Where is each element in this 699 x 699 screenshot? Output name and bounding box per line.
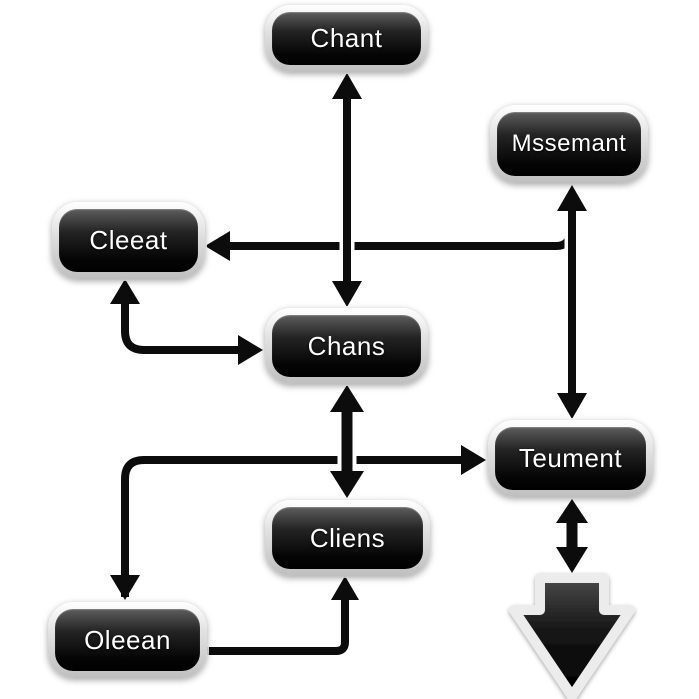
node-chans: Chans	[265, 308, 428, 384]
node-cleeat: Cleeat	[52, 202, 205, 279]
connector-oleean-cliens	[207, 573, 362, 659]
connector-chans-cliens	[327, 382, 367, 501]
node-cleeat-label: Cleeat	[89, 225, 168, 255]
connector-line-to-cleeat	[202, 222, 578, 264]
node-oleean: Oleean	[48, 602, 207, 678]
connector-cleeat-chans	[107, 276, 266, 368]
node-teument-face: Teument	[495, 427, 646, 490]
node-oleean-face: Oleean	[55, 609, 200, 671]
node-oleean-label: Oleean	[84, 624, 171, 655]
node-chant-face: Chant	[272, 12, 421, 65]
node-teument-label: Teument	[518, 443, 623, 473]
node-chans-label: Chans	[307, 330, 386, 361]
connector-teument-terminal	[553, 496, 591, 576]
node-mssemant: Mssemant	[490, 105, 648, 183]
node-mssemant-label: Mssemant	[511, 130, 627, 157]
node-cliens: Cliens	[265, 500, 430, 576]
node-cliens-face: Cliens	[272, 507, 423, 569]
node-mssemant-face: Mssemant	[497, 112, 641, 176]
connector-oleean-teument	[107, 442, 489, 603]
node-chans-face: Chans	[272, 315, 421, 377]
node-teument: Teument	[488, 420, 653, 497]
connector-mssemant-teument	[554, 182, 590, 422]
node-chant-label: Chant	[310, 23, 383, 53]
node-cliens-label: Cliens	[309, 522, 386, 553]
big-down-arrow-icon	[509, 573, 635, 699]
node-cleeat-face: Cleeat	[59, 209, 198, 272]
node-chant: Chant	[265, 5, 428, 72]
connector-chant-chans	[329, 70, 365, 310]
